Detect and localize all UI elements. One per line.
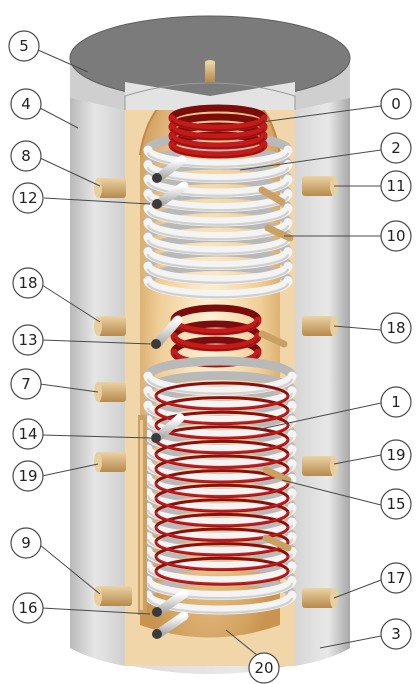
- fitting-right-18: [302, 316, 338, 336]
- svg-text:13: 13: [18, 331, 37, 349]
- callout-12: 12: [13, 183, 43, 213]
- svg-text:17: 17: [386, 569, 405, 587]
- svg-text:15: 15: [386, 495, 405, 513]
- fitting-left-19: [94, 452, 126, 472]
- callout-3: 3: [381, 619, 411, 649]
- fitting-right-19: [302, 456, 338, 476]
- svg-text:1: 1: [391, 393, 401, 411]
- fitting-left-9: [94, 586, 132, 606]
- callout-10: 10: [381, 221, 411, 251]
- callout-18-left: 18: [13, 268, 43, 298]
- callout-9: 9: [11, 528, 41, 558]
- svg-text:0: 0: [391, 95, 401, 113]
- svg-text:18: 18: [386, 319, 405, 337]
- callout-5: 5: [9, 31, 39, 61]
- svg-text:20: 20: [254, 659, 273, 677]
- callout-0: 0: [381, 89, 411, 119]
- fitting-left-7: [94, 382, 126, 402]
- fitting-left-8: [94, 178, 126, 198]
- svg-text:2: 2: [391, 139, 401, 157]
- callout-19-left: 19: [13, 461, 43, 491]
- svg-text:9: 9: [21, 534, 31, 552]
- callout-20: 20: [249, 653, 279, 683]
- callout-15: 15: [381, 489, 411, 519]
- callout-18-right: 18: [381, 313, 411, 343]
- svg-text:8: 8: [21, 147, 31, 165]
- callout-16: 16: [13, 593, 43, 623]
- callout-14: 14: [13, 419, 43, 449]
- callout-7: 7: [11, 369, 41, 399]
- svg-text:18: 18: [18, 274, 37, 292]
- callout-8: 8: [11, 141, 41, 171]
- svg-text:3: 3: [391, 625, 401, 643]
- svg-text:11: 11: [386, 177, 405, 195]
- svg-text:10: 10: [386, 227, 405, 245]
- callout-13: 13: [13, 325, 43, 355]
- sensor-rail: [138, 415, 147, 615]
- svg-text:5: 5: [19, 37, 29, 55]
- svg-text:7: 7: [21, 375, 31, 393]
- fitting-left-18: [94, 316, 126, 336]
- svg-text:19: 19: [18, 467, 37, 485]
- svg-text:4: 4: [21, 95, 31, 113]
- svg-text:14: 14: [18, 425, 37, 443]
- top-vent-fitting: [205, 60, 215, 82]
- fitting-right-11: [302, 176, 338, 196]
- svg-text:12: 12: [18, 189, 37, 207]
- callout-11: 11: [381, 171, 411, 201]
- svg-text:16: 16: [18, 599, 37, 617]
- callout-2: 2: [381, 133, 411, 163]
- callout-1: 1: [381, 387, 411, 417]
- fitting-right-17: [302, 588, 338, 608]
- svg-text:19: 19: [386, 446, 405, 464]
- callout-17: 17: [381, 563, 411, 593]
- callout-19-right: 19: [381, 440, 411, 470]
- callout-4: 4: [11, 89, 41, 119]
